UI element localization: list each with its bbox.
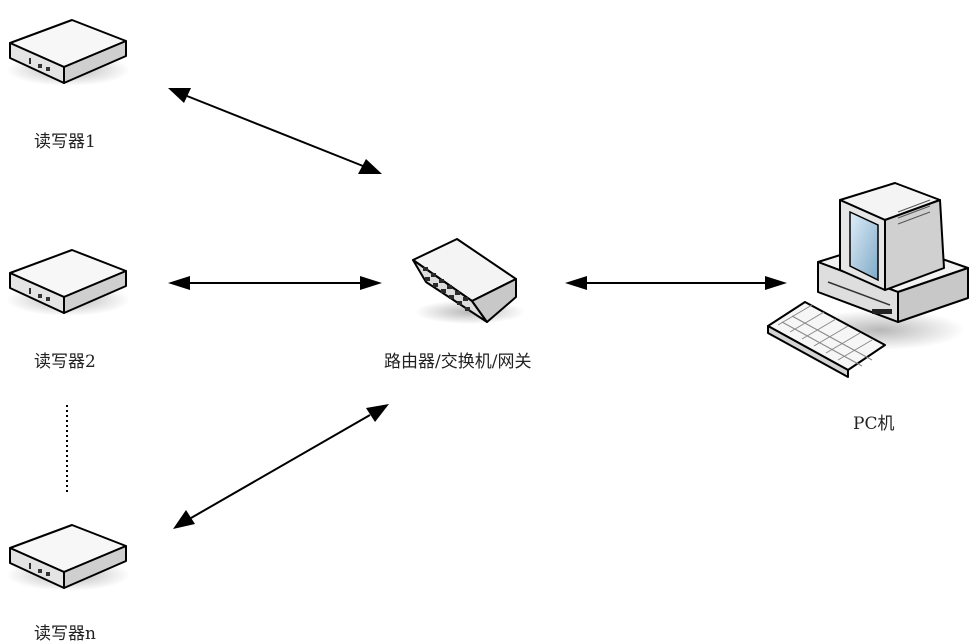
- arrow-reader2-router: [168, 276, 382, 290]
- reader-1-label: 读写器1: [34, 132, 96, 152]
- reader-2-label: 读写器2: [34, 352, 96, 372]
- arrow-router-pc: [565, 276, 787, 290]
- reader-n-icon: [5, 524, 131, 592]
- network-switch-icon: [412, 238, 525, 324]
- pc-label: PC机: [853, 414, 895, 434]
- reader-2-icon: [5, 249, 131, 317]
- arrow-readern-router: [173, 404, 389, 529]
- connection-arrows: [168, 88, 787, 529]
- desktop-computer-icon: [767, 182, 969, 378]
- router-label: 路由器/交换机/网关: [384, 352, 532, 372]
- arrow-reader1-router: [168, 88, 382, 174]
- reader-1-icon: [5, 19, 131, 87]
- reader-n-label: 读写器n: [34, 624, 96, 644]
